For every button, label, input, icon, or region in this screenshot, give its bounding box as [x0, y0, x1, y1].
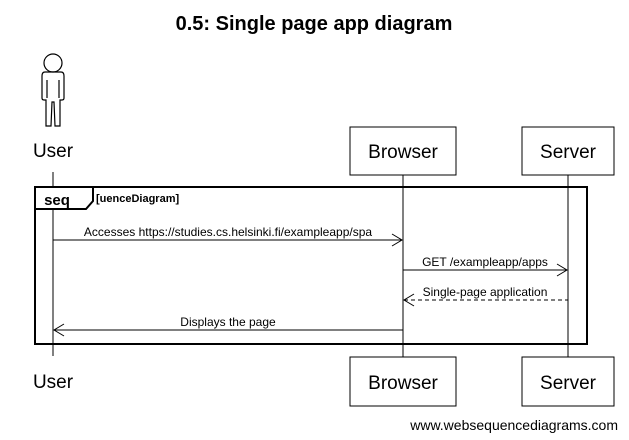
diagram-title: 0.5: Single page app diagram: [176, 13, 453, 35]
actor-browser-top-box: [349, 126, 457, 176]
actor-server-top: Server: [540, 142, 597, 163]
fragment-keyword: seq: [44, 192, 70, 209]
watermark-text[interactable]: www.websequencediagrams.com: [409, 417, 618, 433]
message-label: Single-page application: [423, 285, 548, 299]
actor-user-top: User: [33, 141, 74, 162]
fragment-frame: [34, 186, 588, 345]
actor-server-bottom: Server: [540, 373, 597, 394]
actor-user-bottom: User: [33, 372, 74, 393]
arrowhead-icon: [403, 293, 415, 307]
fragment-label: [uenceDiagram]: [96, 193, 179, 205]
message-label: GET /exampleapp/apps: [422, 255, 548, 269]
message-label: Accesses https://studies.cs.helsinki.fi/…: [84, 225, 372, 239]
message-label: Displays the page: [180, 315, 276, 329]
actor-browser-bottom-box: [349, 356, 457, 407]
user-stick-figure-icon: [41, 53, 65, 127]
arrowhead-icon: [556, 263, 568, 277]
actor-browser-bottom: Browser: [368, 373, 438, 394]
arrowhead-icon: [53, 323, 65, 337]
actor-browser-top: Browser: [368, 142, 438, 163]
fragment-tab: [34, 186, 94, 210]
actor-server-top-box: [521, 126, 615, 176]
actor-server-bottom-box: [521, 356, 615, 407]
arrowhead-icon: [391, 233, 403, 247]
